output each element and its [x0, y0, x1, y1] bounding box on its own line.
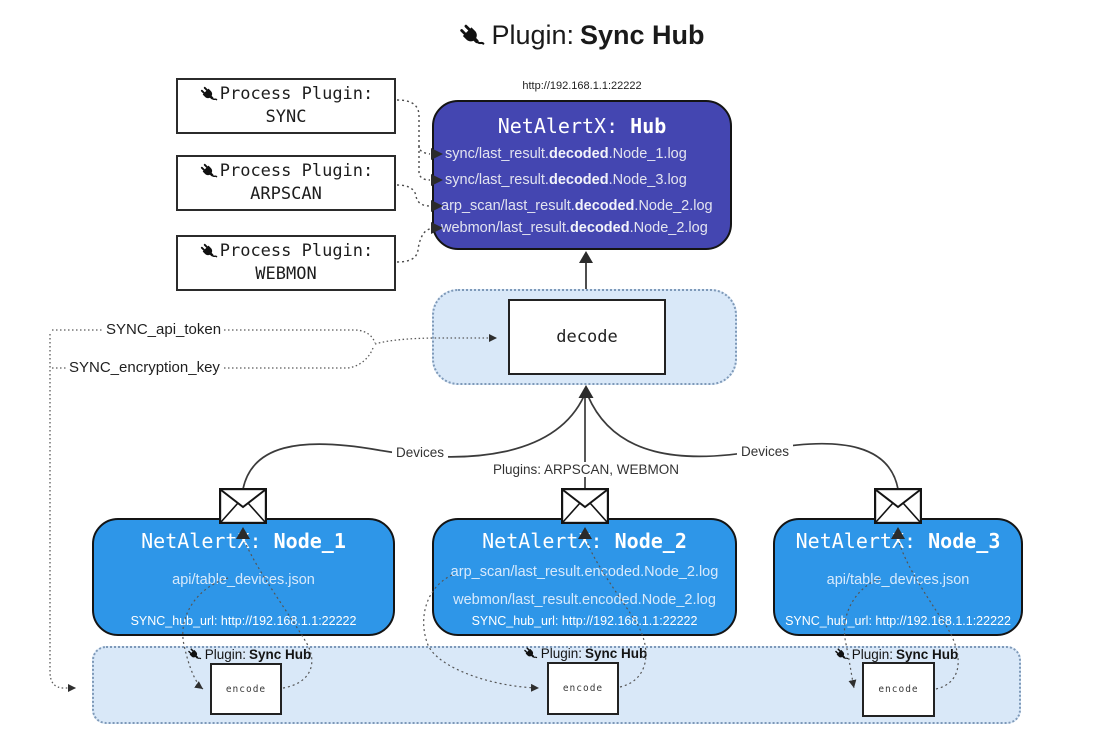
node2-title: NetAlertX: Node_2 — [482, 529, 687, 553]
encode-box: encode — [862, 662, 935, 717]
page-title: Plugin: Sync Hub — [457, 20, 705, 51]
tokens-to-encode-band-line — [49, 334, 76, 692]
node3-file: api/table_devices.json — [826, 572, 970, 588]
encode-box: encode — [210, 663, 282, 715]
hub-log-line: webmon/last_result.decoded.Node_2.log — [441, 220, 708, 236]
process-plugin-label: Process Plugin: — [219, 241, 374, 262]
node1-file: api/table_devices.json — [172, 572, 315, 588]
decode-to-hub-arrowhead — [579, 251, 593, 263]
process-plugin-name: SYNC — [265, 107, 307, 127]
sync-encryption-key-label: SYNC_encryption_key — [66, 359, 223, 376]
node2-file: webmon/last_result.encoded.Node_2.log — [453, 592, 716, 608]
plug-icon — [187, 647, 202, 662]
plug-icon — [199, 242, 218, 261]
band-plugin-label: Plugin: Sync Hub — [834, 647, 958, 662]
node2-box: NetAlertX: Node_2 arp_scan/last_result.e… — [432, 518, 737, 636]
decode-box: decode — [508, 299, 666, 375]
hub-log-line: arp_scan/last_result.decoded.Node_2.log — [441, 198, 713, 214]
node1-title: NetAlertX: Node_1 — [141, 529, 346, 553]
encode-box: encode — [547, 662, 619, 715]
node3-title: NetAlertX: Node_3 — [795, 529, 1001, 553]
page-title-name: Sync Hub — [580, 20, 705, 50]
hub-log-line: sync/last_result.decoded.Node_3.log — [445, 172, 687, 188]
process-plugin-to-hub-connectors — [396, 99, 431, 263]
node3-box: NetAlertX: Node_3 api/table_devices.json… — [773, 518, 1023, 636]
node1-box: NetAlertX: Node_1 api/table_devices.json… — [92, 518, 395, 636]
node3-hub-url: SYNC_hub_url: http://192.168.1.1:22222 — [785, 614, 1011, 628]
nodes-to-decode-arrowhead — [578, 385, 594, 398]
connector-arpscan-to-log3 — [396, 184, 431, 207]
hub-title-name: Hub — [630, 114, 667, 138]
connector-sync-to-log1 — [396, 99, 431, 155]
node2-file: arp_scan/last_result.encoded.Node_2.log — [450, 564, 719, 580]
devices-edge-label-left: Devices — [391, 445, 449, 460]
process-plugin-label: Process Plugin: — [219, 161, 374, 182]
process-plugin-box-webmon: Process Plugin: WEBMON — [176, 235, 396, 291]
node1-hub-url: SYNC_hub_url: http://192.168.1.1:22222 — [130, 614, 357, 628]
plug-icon — [199, 162, 218, 181]
process-plugin-box-arpscan: Process Plugin: ARPSCAN — [176, 155, 396, 211]
hub-title-prefix: NetAlertX: — [497, 114, 619, 138]
plugins-edge-label-center: Plugins: ARPSCAN, WEBMON — [488, 462, 684, 477]
page-title-prefix: Plugin: — [491, 20, 575, 50]
process-plugin-box-sync: Process Plugin: SYNC — [176, 78, 396, 134]
plug-icon — [523, 646, 538, 661]
process-plugin-name: WEBMON — [255, 264, 317, 284]
plug-icon — [199, 85, 218, 104]
hub-url-label: http://192.168.1.1:22222 — [522, 80, 642, 92]
connector-sync-to-log2 — [418, 146, 431, 181]
process-plugin-name: ARPSCAN — [250, 184, 322, 204]
decode-label: decode — [556, 327, 618, 347]
hub-title: NetAlertX: Hub — [434, 114, 730, 138]
node2-hub-url: SYNC_hub_url: http://192.168.1.1:22222 — [471, 614, 698, 628]
plug-icon — [457, 22, 485, 50]
process-plugin-label: Process Plugin: — [219, 84, 374, 105]
devices-edge-label-right: Devices — [736, 444, 794, 459]
hub-box: NetAlertX: Hub sync/last_result.decoded.… — [432, 100, 732, 250]
plug-icon — [834, 647, 849, 662]
hub-log-line: sync/last_result.decoded.Node_1.log — [445, 146, 687, 162]
sync-api-token-label: SYNC_api_token — [103, 321, 225, 338]
band-plugin-label: Plugin: Sync Hub — [187, 647, 311, 662]
band-plugin-label: Plugin: Sync Hub — [523, 646, 647, 661]
connector-webmon-to-log4 — [396, 228, 431, 263]
